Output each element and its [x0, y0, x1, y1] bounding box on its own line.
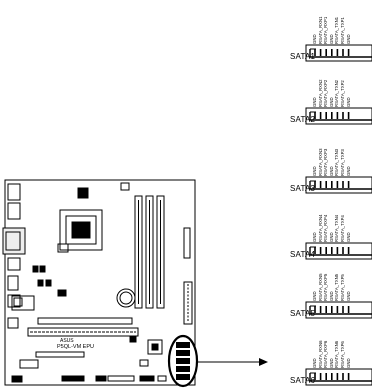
- sata-connector: [305, 107, 372, 125]
- pin-label: GND: [345, 34, 351, 44]
- pin-label: GND: [345, 232, 351, 242]
- sata2-label: SATA2: [290, 115, 316, 124]
- motherboard: [2, 179, 196, 386]
- sata1-label: SATA1: [290, 52, 316, 61]
- sata-connector-shapes: [305, 44, 372, 386]
- pin-label: GND: [345, 358, 351, 368]
- sata6-label: SATA6: [290, 376, 316, 385]
- sata-connector: [305, 176, 372, 194]
- pin-label: GND: [345, 291, 351, 301]
- sata-connector: [305, 368, 372, 386]
- sata-connector: [305, 242, 372, 260]
- pin-label: GND: [345, 97, 351, 107]
- pointer-arrow: [197, 358, 268, 366]
- sata-cluster-highlight: [167, 334, 199, 388]
- sata3-label: SATA3: [290, 184, 316, 193]
- sata5-label: SATA5: [290, 309, 316, 318]
- sata4-label: SATA4: [290, 250, 316, 259]
- board-brand: ASUS: [60, 338, 74, 344]
- sata-connector: [305, 301, 372, 319]
- pin-label: GND: [345, 166, 351, 176]
- board-model: P5QL-VM EPU: [57, 344, 94, 350]
- sata-connector: [305, 44, 372, 62]
